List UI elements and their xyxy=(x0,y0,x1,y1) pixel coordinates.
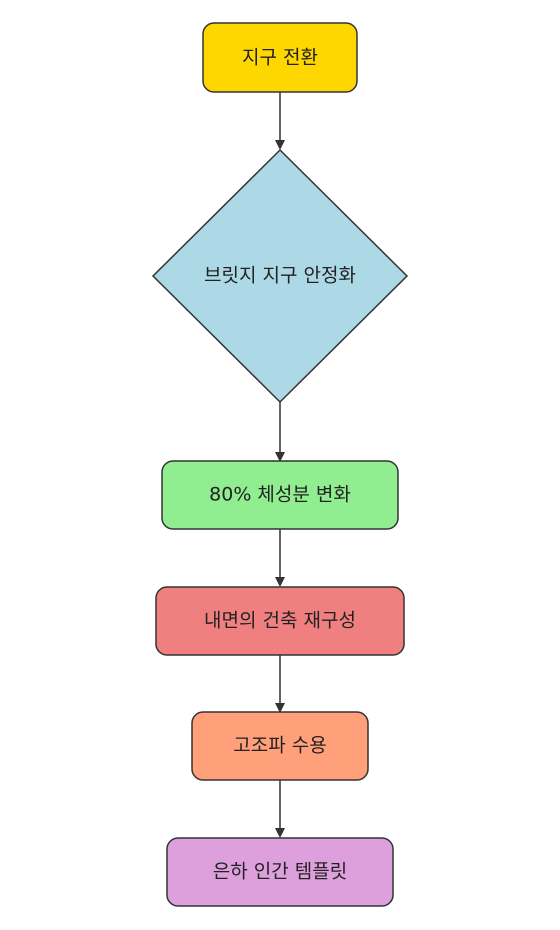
node-box xyxy=(161,460,399,530)
node-label: 지구 전환 xyxy=(242,47,318,69)
node-diamond xyxy=(151,148,409,404)
flow-node-earth-transition: 지구 전환 xyxy=(202,22,358,93)
flow-node-harmonic-acceptance: 고조파 수용 xyxy=(191,711,369,781)
node-label: 브릿지 지구 안정화 xyxy=(204,265,356,287)
flow-node-bridge-stabilization: 브릿지 지구 안정화 xyxy=(151,148,409,404)
node-label: 은하 인간 템플릿 xyxy=(213,861,347,883)
node-box xyxy=(166,837,394,907)
node-label: 내면의 건축 재구성 xyxy=(204,610,356,632)
flow-node-galactic-template: 은하 인간 템플릿 xyxy=(166,837,394,907)
flow-node-body-composition: 80% 체성분 변화 xyxy=(161,460,399,530)
node-box xyxy=(202,22,358,93)
node-label: 80% 체성분 변화 xyxy=(209,484,351,506)
node-label: 고조파 수용 xyxy=(233,735,326,757)
node-box xyxy=(191,711,369,781)
node-box xyxy=(155,586,405,656)
flow-node-inner-architecture: 내면의 건축 재구성 xyxy=(155,586,405,656)
